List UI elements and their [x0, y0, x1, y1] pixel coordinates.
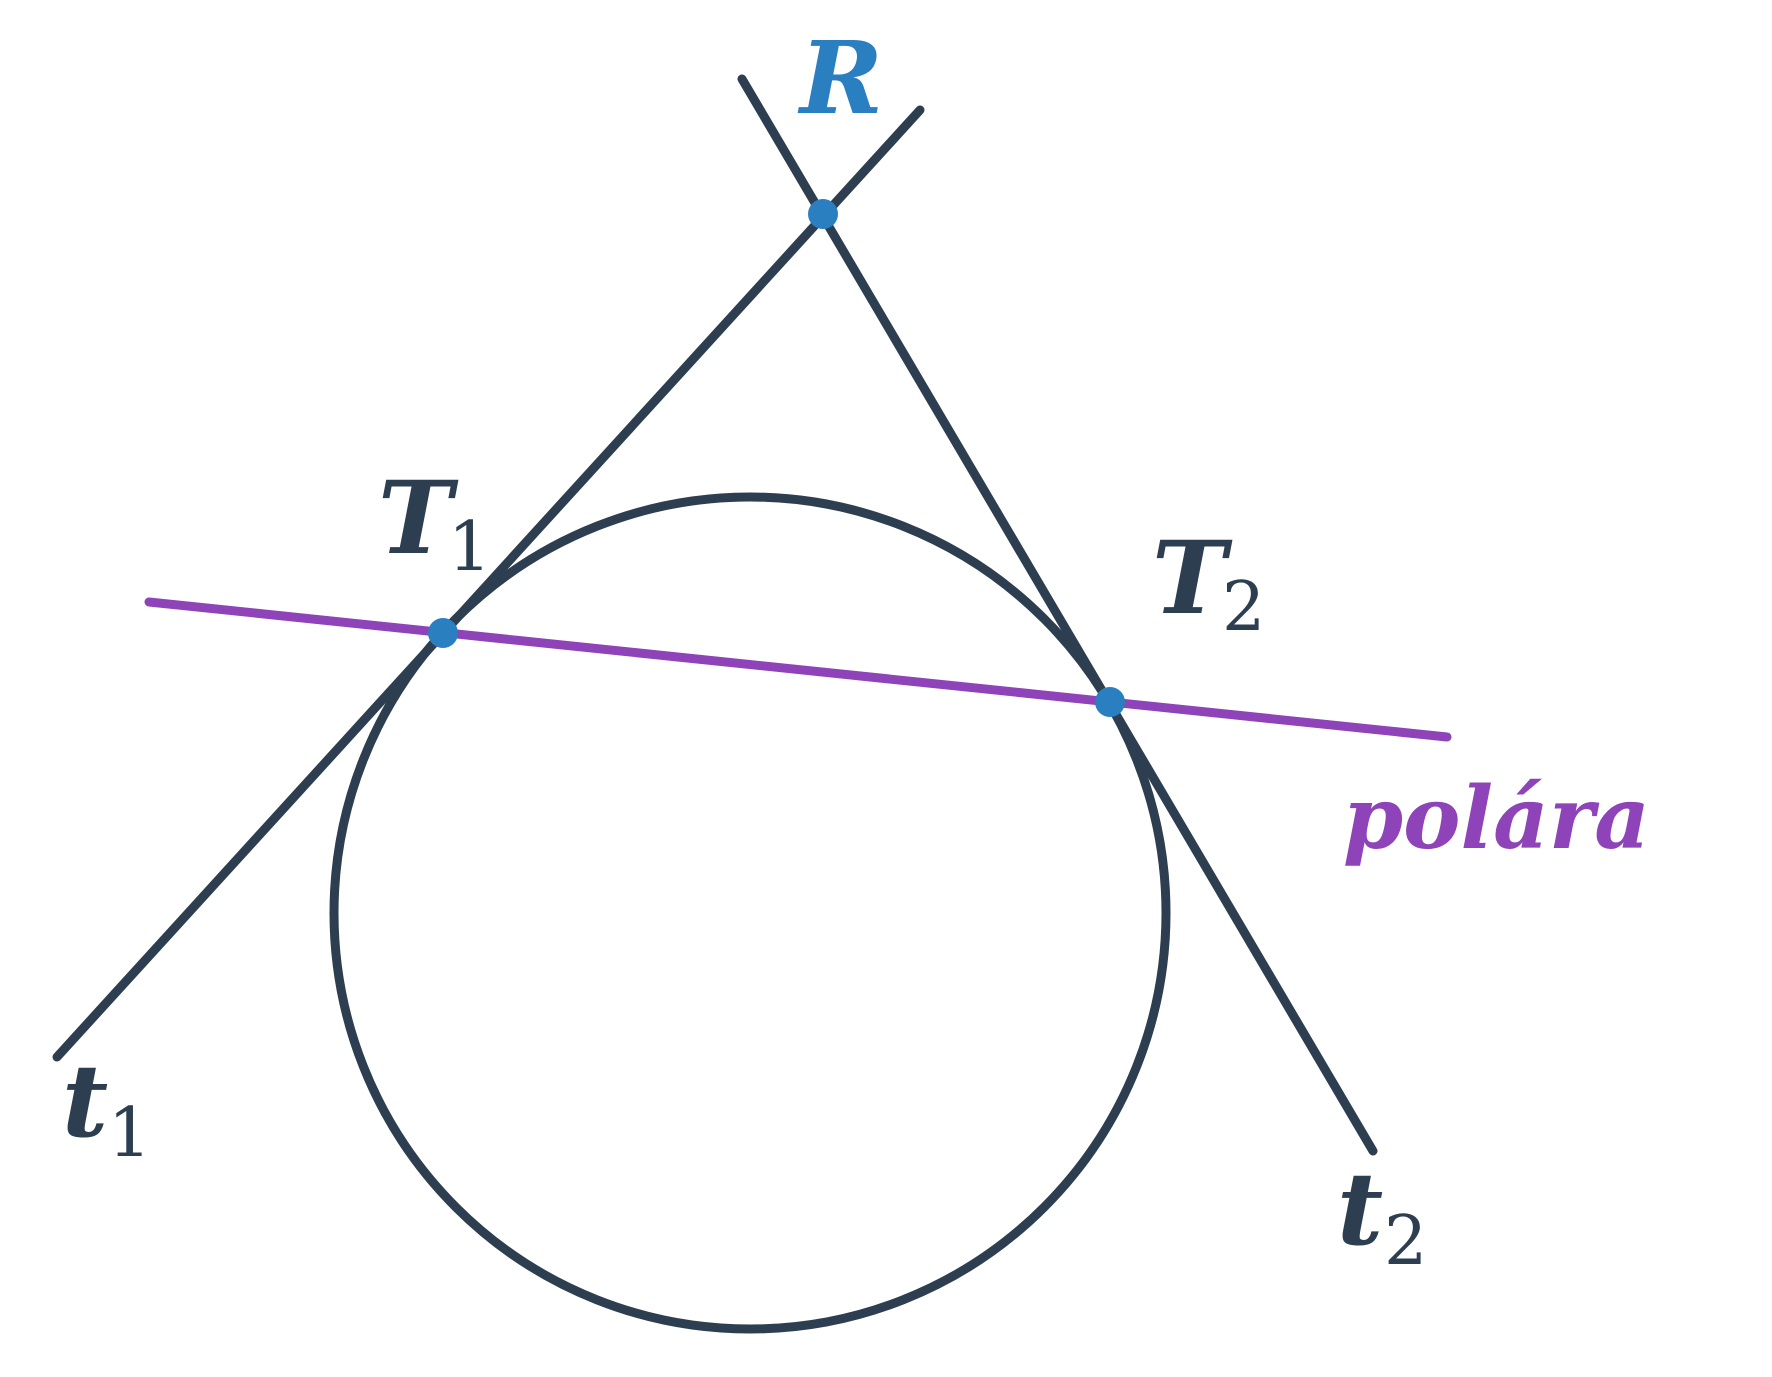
point-R: [808, 199, 838, 229]
point-T2: [1095, 687, 1125, 717]
tangent-t2: [737, 74, 1378, 1156]
circle: [329, 492, 1171, 1334]
label-T1-subscript: 1: [448, 508, 491, 587]
label-R: R: [797, 19, 883, 137]
point-T1: [428, 618, 458, 648]
tangent-t1: [52, 105, 925, 1062]
label-polar: polára: [1343, 768, 1650, 869]
label-T2: T: [1152, 519, 1233, 637]
label-T2-subscript: 2: [1222, 568, 1265, 647]
label-t1: t: [62, 1042, 108, 1160]
label-T1: T: [378, 459, 459, 577]
polar-line: [144, 597, 1452, 742]
label-t2-subscript: 2: [1384, 1202, 1427, 1281]
label-t2: t: [1337, 1150, 1383, 1268]
label-t1-subscript: 1: [108, 1094, 151, 1173]
